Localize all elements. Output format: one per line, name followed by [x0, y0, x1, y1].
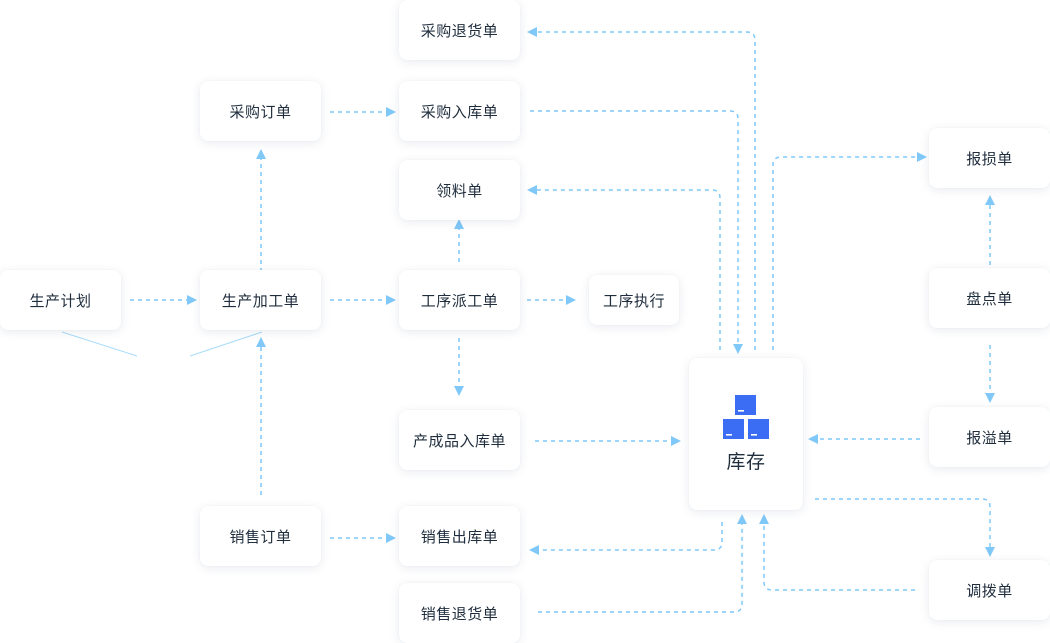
arrow-inventory-to-purchase-return	[527, 27, 756, 350]
boxes-icon	[723, 394, 769, 439]
arrow-sales-return-to-inventory	[538, 514, 747, 613]
node-inventory: 库存	[689, 358, 803, 510]
arrow-receipt-to-inventory	[530, 110, 743, 354]
node-process-execution: 工序执行	[589, 275, 679, 325]
node-damage-report: 报损单	[929, 128, 1050, 188]
arrow-inventory-to-damage	[772, 152, 927, 350]
node-purchase-receipt: 采购入库单	[399, 81, 520, 141]
node-purchase-order: 采购订单	[200, 81, 321, 141]
node-stocktaking: 盘点单	[929, 268, 1050, 328]
plan-line-left	[61, 331, 138, 357]
node-overflow-report: 报溢单	[929, 407, 1050, 467]
arrow-inventory-to-requisition	[527, 185, 721, 350]
arrow-inventory-to-delivery	[529, 522, 723, 555]
node-sales-order: 销售订单	[200, 506, 321, 566]
node-production-plan: 生产计划	[0, 270, 121, 330]
node-material-requisition: 领料单	[399, 160, 520, 220]
plan-line-right	[189, 331, 263, 357]
arrow-transfer-to-inventory	[759, 514, 915, 591]
node-purchase-return: 采购退货单	[399, 0, 520, 60]
node-sales-return: 销售退货单	[399, 583, 520, 643]
arrow-inventory-to-transfer	[815, 498, 995, 557]
node-sales-delivery: 销售出库单	[399, 506, 520, 566]
node-production-order: 生产加工单	[200, 270, 321, 330]
node-transfer-order: 调拨单	[929, 560, 1050, 620]
node-process-dispatch: 工序派工单	[399, 270, 520, 330]
inventory-label: 库存	[726, 450, 766, 473]
node-finished-goods-receipt: 产成品入库单	[399, 410, 520, 470]
